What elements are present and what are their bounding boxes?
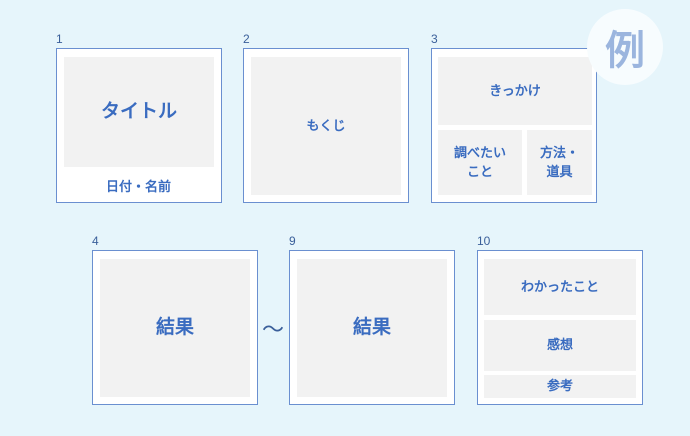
page-number-9: 9	[289, 234, 296, 248]
method-tools-area: 方法・ 道具	[527, 130, 592, 195]
page-number-2: 2	[243, 32, 250, 46]
page-2-contents: もくじ	[243, 48, 409, 203]
references-area: 参考	[484, 375, 636, 398]
page-number-4: 4	[92, 234, 99, 248]
page-3-intro: きっかけ 調べたい こと 方法・ 道具	[431, 48, 597, 203]
results-area: 結果	[297, 259, 447, 397]
findings-area: わかったこと	[484, 259, 636, 315]
motivation-area: きっかけ	[438, 57, 592, 125]
page-number-1: 1	[56, 32, 63, 46]
page-4-results: 結果	[92, 250, 258, 405]
impressions-area: 感想	[484, 320, 636, 371]
page-10-conclusion: わかったこと 感想 参考	[477, 250, 643, 405]
page-1-title: タイトル 日付・名前	[56, 48, 222, 203]
range-separator: ～	[262, 317, 285, 342]
contents-area: もくじ	[251, 57, 401, 195]
page-9-results: 結果	[289, 250, 455, 405]
example-badge: 例	[587, 9, 663, 85]
page-number-10: 10	[477, 234, 491, 248]
title-area: タイトル	[64, 57, 214, 167]
date-name-area: 日付・名前	[105, 178, 171, 194]
page-number-3: 3	[431, 32, 438, 46]
research-topic-area: 調べたい こと	[438, 130, 522, 195]
results-area: 結果	[100, 259, 250, 397]
